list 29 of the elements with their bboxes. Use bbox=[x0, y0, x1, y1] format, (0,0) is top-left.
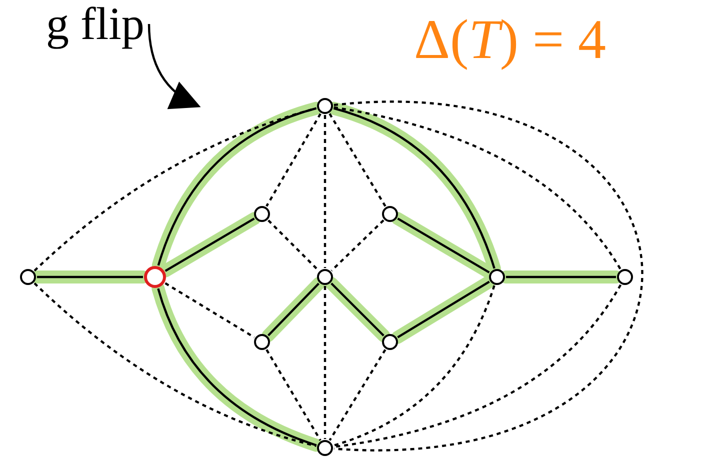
graph-vertex bbox=[382, 334, 398, 350]
graph-vertex bbox=[254, 206, 270, 222]
dashed-edge bbox=[334, 284, 622, 448]
dashed-edge bbox=[34, 107, 317, 272]
dashed-edge bbox=[334, 106, 622, 270]
formula-label: Δ(T) = 4 bbox=[414, 8, 606, 72]
curved-arrow bbox=[148, 24, 201, 108]
graph-edge bbox=[164, 218, 255, 272]
dashed-edge bbox=[328, 349, 386, 441]
graph-vertex bbox=[317, 440, 333, 456]
graph-vertex bbox=[254, 334, 270, 350]
dashed-edge bbox=[266, 113, 322, 207]
annotation-text: g flip bbox=[46, 0, 148, 48]
dashed-edge bbox=[266, 349, 322, 441]
graph-vertex bbox=[617, 269, 633, 285]
graph-vertex bbox=[20, 269, 36, 285]
graph-edge bbox=[506, 276, 616, 278]
dashed-edge bbox=[334, 102, 644, 450]
graph-vertex bbox=[382, 206, 398, 222]
graph-vertex bbox=[317, 269, 333, 285]
dashed-edge bbox=[328, 113, 386, 207]
highlighted-vertex bbox=[144, 266, 166, 288]
dashed-edge bbox=[34, 282, 317, 447]
graph-vertex bbox=[317, 98, 333, 114]
dashed-edge bbox=[324, 286, 326, 439]
dashed-edge bbox=[324, 115, 326, 268]
graph-edge bbox=[37, 276, 143, 278]
graph-edge bbox=[157, 107, 317, 266]
dashed-edge bbox=[268, 220, 320, 272]
